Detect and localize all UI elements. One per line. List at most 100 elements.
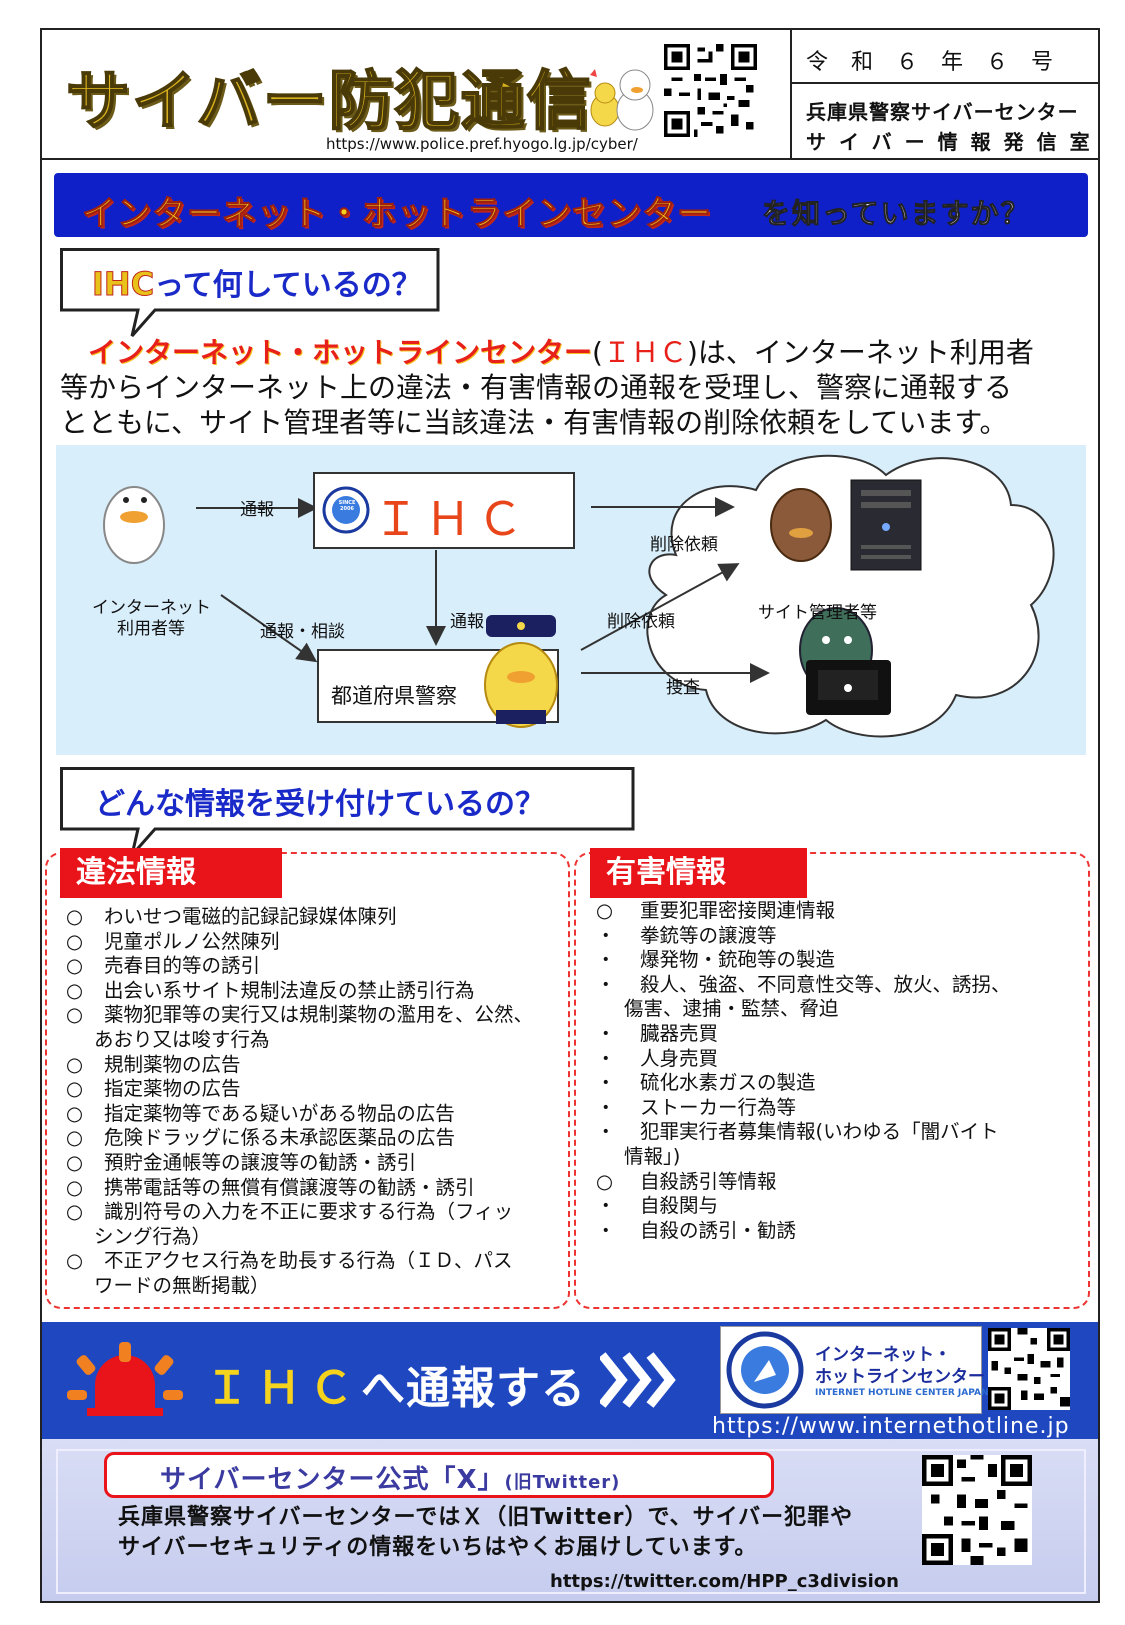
list-marker: ○	[66, 929, 84, 953]
list-marker: ・	[596, 1095, 616, 1119]
list-item-text: 自殺誘引等情報	[640, 1169, 777, 1193]
list-marker: ・	[596, 1218, 616, 1242]
list-marker: ○	[66, 1126, 84, 1150]
list-item-text: 指定薬物等である疑いがある物品の広告	[104, 1101, 455, 1125]
illegal-info-tag: 違法情報	[60, 848, 282, 898]
header-url[interactable]: https://www.police.pref.hyogo.lg.jp/cybe…	[326, 135, 638, 153]
arrow-label-delete: 削除依頼	[607, 612, 675, 632]
intro-paragraph: インターネット・ホットラインセンター(ＩＨＣ)は、インターネット利用者 等からイ…	[60, 336, 1034, 439]
list-item-text: あおり又は唆す行為	[94, 1027, 270, 1051]
list-item: ・硫化水素ガスの製造	[596, 1071, 1081, 1096]
x-qr-code[interactable]	[922, 1455, 1032, 1565]
list-marker	[596, 1145, 624, 1170]
list-item-text: 傷害、逮捕・監禁、脅迫	[624, 997, 839, 1021]
triple-chevron-icon	[600, 1352, 676, 1408]
list-item: ○危険ドラッグに係る未承認医薬品の広告	[66, 1126, 566, 1151]
arrow-label-investigate: 捜査	[666, 678, 700, 698]
ihc-url-link[interactable]: https://www.internethotline.jp	[712, 1414, 1070, 1439]
list-item-text: 拳銃等の譲渡等	[640, 923, 777, 947]
list-item: ○規制薬物の広告	[66, 1053, 566, 1078]
list-marker: ・	[596, 923, 616, 947]
list-item-text: 自殺関与	[640, 1194, 719, 1218]
header-rule	[40, 158, 1100, 160]
list-item-text: 預貯金通帳等の譲渡等の勧誘・誘引	[104, 1150, 417, 1174]
user-label: 利用者等	[117, 619, 185, 639]
list-item-text: 売春目的等の誘引	[104, 954, 261, 978]
list-marker: ○	[596, 899, 614, 922]
list-item: 傷害、逮捕・監禁、脅迫	[596, 997, 1081, 1022]
list-item: ・犯罪実行者募集情報(いわゆる「闇バイト	[596, 1120, 1081, 1145]
list-item: ○出会い系サイト規制法違反の禁止誘引行為	[66, 979, 566, 1004]
list-item-text: 殺人、強盗、不同意性交等、放火、誘拐、	[640, 972, 1011, 996]
list-item: ○ 児童ポルノ公然陳列	[66, 930, 566, 955]
list-item: ○薬物犯罪等の実行又は規制薬物の濫用を、公然、	[66, 1003, 566, 1028]
illegal-info-box	[45, 852, 570, 1309]
ihc-seal-text: SINCE 2006	[338, 500, 356, 512]
police-duck-image	[484, 615, 558, 728]
list-marker: ○	[66, 1200, 84, 1224]
ihc-qr-code[interactable]	[988, 1328, 1070, 1410]
header-divider	[790, 28, 792, 158]
list-item: ○指定薬物等である疑いがある物品の広告	[66, 1102, 566, 1127]
list-marker: ・	[596, 972, 616, 996]
harmful-info-tag: 有害情報	[590, 848, 807, 898]
list-item-text: 爆発物・銃砲等の製造	[640, 948, 836, 972]
list-item: ○自殺誘引等情報	[596, 1170, 1081, 1195]
list-item: ○不正アクセス行為を助長する行為（ＩＤ、パス	[66, 1249, 566, 1274]
list-item: ・殺人、強盗、不同意性交等、放火、誘拐、	[596, 973, 1081, 998]
list-marker: ○	[66, 1175, 84, 1199]
banner-title: インターネット・ホットラインセンター	[82, 194, 712, 235]
list-marker	[66, 1274, 94, 1299]
list-item: ○ 重要犯罪密接関連情報	[596, 899, 1081, 924]
list-marker: ○	[66, 1052, 84, 1076]
list-marker: ・	[596, 1046, 616, 1070]
topic-banner	[54, 173, 1088, 237]
arrow-label-report: 通報	[240, 500, 274, 520]
list-marker	[596, 997, 624, 1022]
list-marker: ○	[66, 1150, 84, 1174]
issue-number: 令和６年６号	[806, 50, 1077, 75]
harmful-info-list: ○重要犯罪密接関連情報・拳銃等の譲渡等・爆発物・銃砲等の製造・殺人、強盗、不同意…	[596, 899, 1081, 1243]
police-box-label: 都道府県警察	[331, 684, 457, 708]
department-name: 兵庫県警察サイバーセンター	[806, 100, 1079, 124]
ihc-card-name: インターネット・	[815, 1345, 951, 1365]
report-cta[interactable]: ＩＨＣへ通報する	[205, 1363, 586, 1414]
speech-bubble-shape	[60, 767, 635, 856]
list-marker: ・	[596, 1021, 616, 1045]
list-item-text: わいせつ電磁的記録記録媒体陳列	[104, 905, 397, 928]
list-item-text: 重要犯罪密接関連情報	[640, 899, 836, 922]
list-item: ・拳銃等の譲渡等	[596, 924, 1081, 949]
monitor-icon	[806, 660, 891, 715]
list-marker: ・	[596, 1194, 616, 1218]
user-label: インターネット	[92, 598, 211, 618]
list-item-text: 児童ポルノ公然陳列	[104, 929, 280, 953]
header-qr-code[interactable]	[664, 44, 757, 137]
list-item-text: 出会い系サイト規制法違反の禁止誘引行為	[104, 978, 475, 1002]
list-marker: ・	[596, 1120, 616, 1144]
list-item-text: 自殺の誘引・勧誘	[640, 1218, 797, 1242]
arrow-label-report: 通報	[450, 612, 484, 632]
arrow-label-consult: 通報・相談	[260, 622, 345, 642]
siren-light-icon	[67, 1342, 183, 1416]
list-marker: ○	[66, 905, 84, 928]
newsletter-title: サイバー防犯通信	[65, 64, 593, 140]
ihc-box-label: ＩＨＣ	[373, 492, 529, 546]
user-duck-image	[103, 486, 165, 564]
list-item-text: 識別符号の入力を不正に要求する行為（フィッ	[104, 1200, 514, 1224]
list-marker: ・	[596, 948, 616, 972]
banner-subtitle: を知っていますか？	[762, 197, 1031, 231]
header-divider	[790, 82, 1100, 84]
x-title-box	[104, 1452, 774, 1498]
list-item: ワードの無断掲載）	[66, 1274, 566, 1299]
arrow-label-delete: 削除依頼	[650, 535, 718, 555]
x-url-link[interactable]: https://twitter.com/HPP_c3division	[550, 1571, 899, 1592]
x-section-frame	[56, 1449, 1086, 1594]
flow-diagram-graphics	[103, 454, 1055, 738]
list-item-text: 硫化水素ガスの製造	[640, 1071, 816, 1095]
list-item: ○ わいせつ電磁的記録記録媒体陳列	[66, 905, 566, 930]
list-item: ○指定薬物の広告	[66, 1077, 566, 1102]
list-item: ○ 識別符号の入力を不正に要求する行為（フィッ	[66, 1200, 566, 1225]
list-item-text: 指定薬物の広告	[104, 1077, 241, 1101]
list-marker: ○	[66, 1249, 84, 1273]
list-item-text: 情報」)	[624, 1144, 681, 1168]
